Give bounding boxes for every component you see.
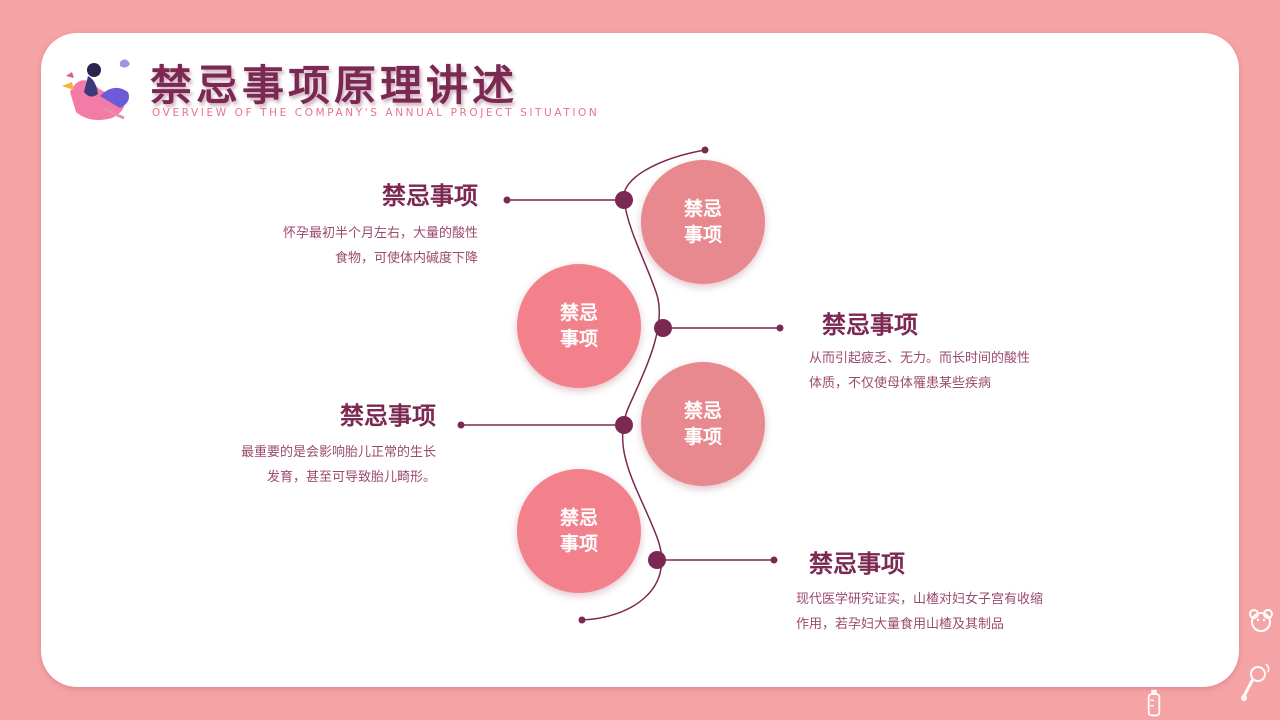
circle-1-line1: 禁忌 (683, 198, 722, 220)
circle-4-line1: 禁忌 (559, 507, 598, 529)
page-title: 禁忌事项原理讲述 (150, 61, 519, 110)
circle-3-line1: 禁忌 (683, 400, 722, 422)
item-3-line-2: 发育，甚至可导致胎儿畸形。 (266, 470, 436, 485)
item-3-body: 最重要的是会影响胎儿正常的生长 发育，甚至可导致胎儿畸形。 (241, 440, 436, 490)
item-2-title: 禁忌事项 (822, 311, 918, 339)
baby-bottle-icon (1147, 689, 1161, 717)
circle-2-line1: 禁忌 (559, 302, 598, 324)
item-2-line-1: 从而引起疲乏、无力。而长时间的酸性 (809, 351, 1031, 366)
item-4-body: 现代医学研究证实，山楂对妇女子宫有收缩 作用，若孕妇大量食用山楂及其制品 (796, 587, 1043, 637)
circle-1-line2: 事项 (683, 224, 722, 246)
content-card (41, 33, 1239, 687)
item-1-title: 禁忌事项 (382, 182, 478, 210)
circle-1: 禁忌事项 (641, 160, 765, 284)
item-4-line-1: 现代医学研究证实，山楂对妇女子宫有收缩 (796, 592, 1044, 607)
circle-2: 禁忌事项 (517, 264, 641, 388)
circle-3-line2: 事项 (683, 426, 722, 448)
circle-4-line2: 事项 (559, 533, 598, 555)
pregnant-woman-illustration-icon (62, 59, 130, 120)
item-4-title: 禁忌事项 (809, 550, 905, 578)
item-2-body: 从而引起疲乏、无力。而长时间的酸性 体质，不仅使母体罹患某些疾病 (809, 346, 1030, 396)
item-1-line-1: 怀孕最初半个月左右，大量的酸性 (282, 226, 478, 241)
teddy-bear-icon (1249, 609, 1273, 632)
item-2-line-2: 体质，不仅使母体罹患某些疾病 (809, 376, 992, 391)
circle-2-line2: 事项 (559, 328, 598, 350)
item-1-body: 怀孕最初半个月左右，大量的酸性 食物，可使体内碱度下降 (283, 221, 478, 271)
baby-rattle-icon (1241, 663, 1270, 701)
circle-4: 禁忌事项 (517, 469, 641, 593)
page-subtitle: OVERVIEW OF THE COMPANY'S ANNUAL PROJECT… (152, 107, 600, 119)
item-1-line-2: 食物，可使体内碱度下降 (334, 251, 478, 266)
circle-3: 禁忌事项 (641, 362, 765, 486)
item-3-line-1: 最重要的是会影响胎儿正常的生长 (240, 445, 436, 460)
item-4-line-2: 作用，若孕妇大量食用山楂及其制品 (796, 617, 1005, 632)
item-3-title: 禁忌事项 (340, 402, 436, 430)
